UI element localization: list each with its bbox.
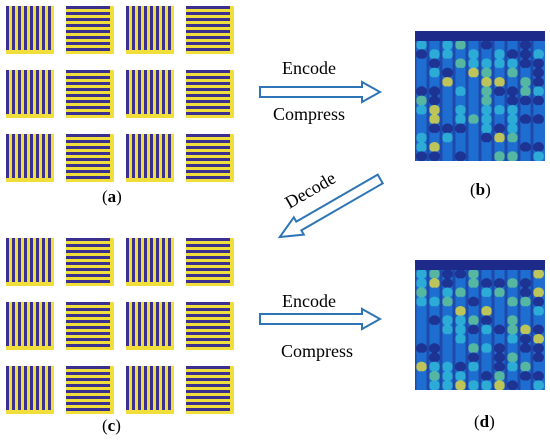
down-left-hollow-arrow-icon — [277, 173, 385, 239]
panel-d-heatmap — [415, 260, 545, 390]
panel-c-stripe-tile-vertical — [126, 366, 174, 414]
panel-c-stripe-grid — [6, 238, 240, 414]
panel-a-stripe-tile-horizontal — [186, 70, 234, 118]
panel-d-label: (d) — [474, 412, 495, 431]
panel-c-stripe-tile-horizontal — [66, 366, 114, 414]
right-hollow-arrow-icon — [259, 80, 383, 104]
panel-c-stripe-tile-horizontal — [66, 302, 114, 350]
right-hollow-arrow-icon — [259, 307, 383, 331]
panel-a-stripe-tile-horizontal — [186, 134, 234, 182]
panel-b-heatmap — [415, 31, 545, 161]
panel-a-stripe-tile-vertical — [126, 70, 174, 118]
bottom-compress-label: Compress — [281, 341, 353, 361]
panel-c-stripe-tile-vertical — [6, 302, 54, 350]
top-compress-label: Compress — [273, 104, 345, 124]
panel-a-stripe-tile-horizontal — [66, 70, 114, 118]
panel-c-stripe-tile-horizontal — [66, 238, 114, 286]
panel-c-stripe-tile-horizontal — [186, 302, 234, 350]
panel-c-stripe-tile-horizontal — [186, 366, 234, 414]
bottom-encode-label: Encode — [282, 291, 336, 311]
panel-c-label: (c) — [102, 416, 121, 435]
panel-a-label: (a) — [102, 187, 122, 206]
panel-c-stripe-tile-horizontal — [186, 238, 234, 286]
panel-c-stripe-tile-vertical — [126, 302, 174, 350]
panel-a-stripe-tile-vertical — [6, 70, 54, 118]
panel-a-stripe-tile-vertical — [6, 6, 54, 54]
panel-c-stripe-tile-vertical — [6, 238, 54, 286]
panel-c-stripe-tile-vertical — [6, 366, 54, 414]
panel-a-stripe-tile-horizontal — [66, 6, 114, 54]
top-encode-label: Encode — [282, 58, 336, 78]
panel-a-stripe-tile-vertical — [6, 134, 54, 182]
panel-b-label: (b) — [470, 180, 491, 199]
panel-a-stripe-tile-horizontal — [186, 6, 234, 54]
panel-a-stripe-tile-horizontal — [66, 134, 114, 182]
panel-a-stripe-tile-vertical — [126, 134, 174, 182]
panel-a-stripe-tile-vertical — [126, 6, 174, 54]
panel-c-stripe-tile-vertical — [126, 238, 174, 286]
panel-a-stripe-grid — [6, 6, 240, 182]
